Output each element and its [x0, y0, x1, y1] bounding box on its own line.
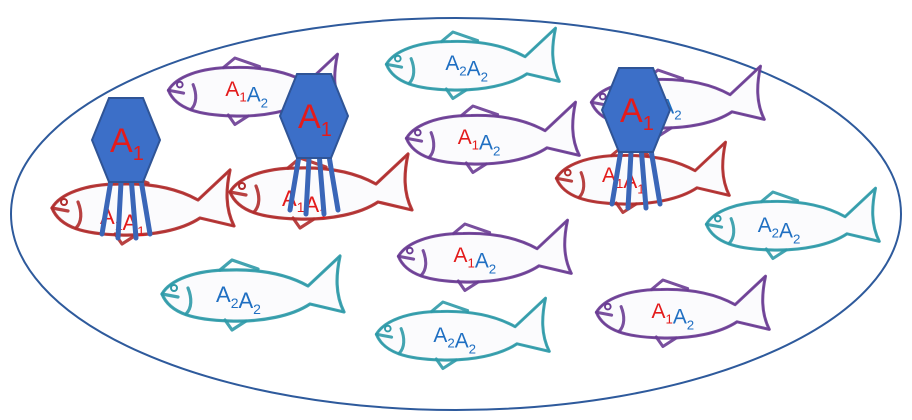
allele-subscript: 2 [687, 317, 694, 332]
allele-letter: A [445, 52, 459, 75]
phage-letter: A [298, 98, 321, 136]
allele-subscript: 1 [467, 256, 474, 271]
phage-a1: A1 [90, 97, 162, 241]
fish-a1a2: A1A2 [404, 100, 581, 175]
allele-letter: A [475, 250, 489, 273]
allele-subscript: 2 [447, 336, 454, 351]
fish-a2a2: A2A2 [374, 296, 551, 371]
allele-letter: A [758, 214, 772, 237]
allele-subscript: 2 [261, 95, 268, 110]
fish-a2a2: A2A2 [384, 26, 561, 101]
fish-a1a2: A1A2 [396, 218, 573, 293]
phage-subscript: 1 [133, 143, 144, 165]
phage-label: A1 [298, 98, 332, 141]
genotype-label: A1A2 [458, 126, 501, 158]
allele-subscript: 2 [253, 301, 261, 317]
fish-a2a2: A2A2 [160, 254, 346, 332]
allele-letter: A [238, 288, 253, 313]
allele-subscript: 2 [231, 295, 239, 311]
fish-a1a2: A1A2 [166, 52, 343, 127]
genotype-label: A1A2 [225, 78, 268, 110]
allele-subscript: 2 [469, 341, 476, 356]
allele-subscript: 1 [616, 176, 623, 191]
allele-letter: A [779, 220, 793, 243]
fish-a2a2: A2A2 [704, 186, 881, 261]
allele-subscript: 2 [489, 261, 496, 276]
allele-letter: A [652, 300, 666, 323]
allele-subscript: 2 [793, 231, 800, 246]
phage-letter: A [110, 122, 133, 160]
genotype-label: A2A2 [758, 214, 801, 246]
fish-a1a2: A1A2 [594, 274, 771, 349]
genotype-label: A1A2 [652, 300, 695, 332]
allele-letter: A [602, 164, 616, 187]
allele-subscript: 2 [674, 107, 681, 122]
allele-letter: A [454, 244, 468, 267]
phage-subscript: 1 [321, 119, 332, 141]
allele-letter: A [455, 330, 469, 353]
allele-letter: A [433, 324, 447, 347]
genotype-label: A2A2 [433, 324, 476, 356]
allele-subscript: 1 [297, 199, 305, 215]
phage-a1: A1 [600, 67, 672, 211]
allele-subscript: 2 [772, 226, 779, 241]
allele-subscript: 1 [137, 223, 145, 239]
phage-label: A1 [110, 122, 144, 165]
phage-head [90, 97, 162, 183]
allele-letter: A [479, 132, 493, 155]
genotype-label: A1A2 [454, 244, 497, 276]
allele-letter: A [247, 84, 261, 107]
phage-letter: A [620, 92, 643, 130]
allele-letter: A [216, 282, 231, 307]
allele-subscript: 1 [665, 312, 672, 327]
genotype-label: A2A2 [216, 282, 261, 317]
allele-subscript: 2 [493, 143, 500, 158]
phage-a1: A1 [278, 73, 350, 217]
allele-letter: A [673, 306, 687, 329]
phage-label: A1 [620, 92, 654, 135]
genotype-label: A2A2 [445, 52, 488, 84]
allele-subscript: 2 [459, 64, 466, 79]
phage-subscript: 1 [643, 113, 654, 135]
phage-head [278, 73, 350, 159]
allele-subscript: 2 [481, 69, 488, 84]
allele-subscript: 1 [637, 182, 644, 197]
allele-letter: A [467, 58, 481, 81]
allele-subscript: 1 [239, 90, 246, 105]
allele-subscript: 1 [472, 138, 479, 153]
allele-letter: A [458, 126, 472, 149]
phage-head [600, 67, 672, 153]
allele-letter: A [225, 78, 239, 101]
